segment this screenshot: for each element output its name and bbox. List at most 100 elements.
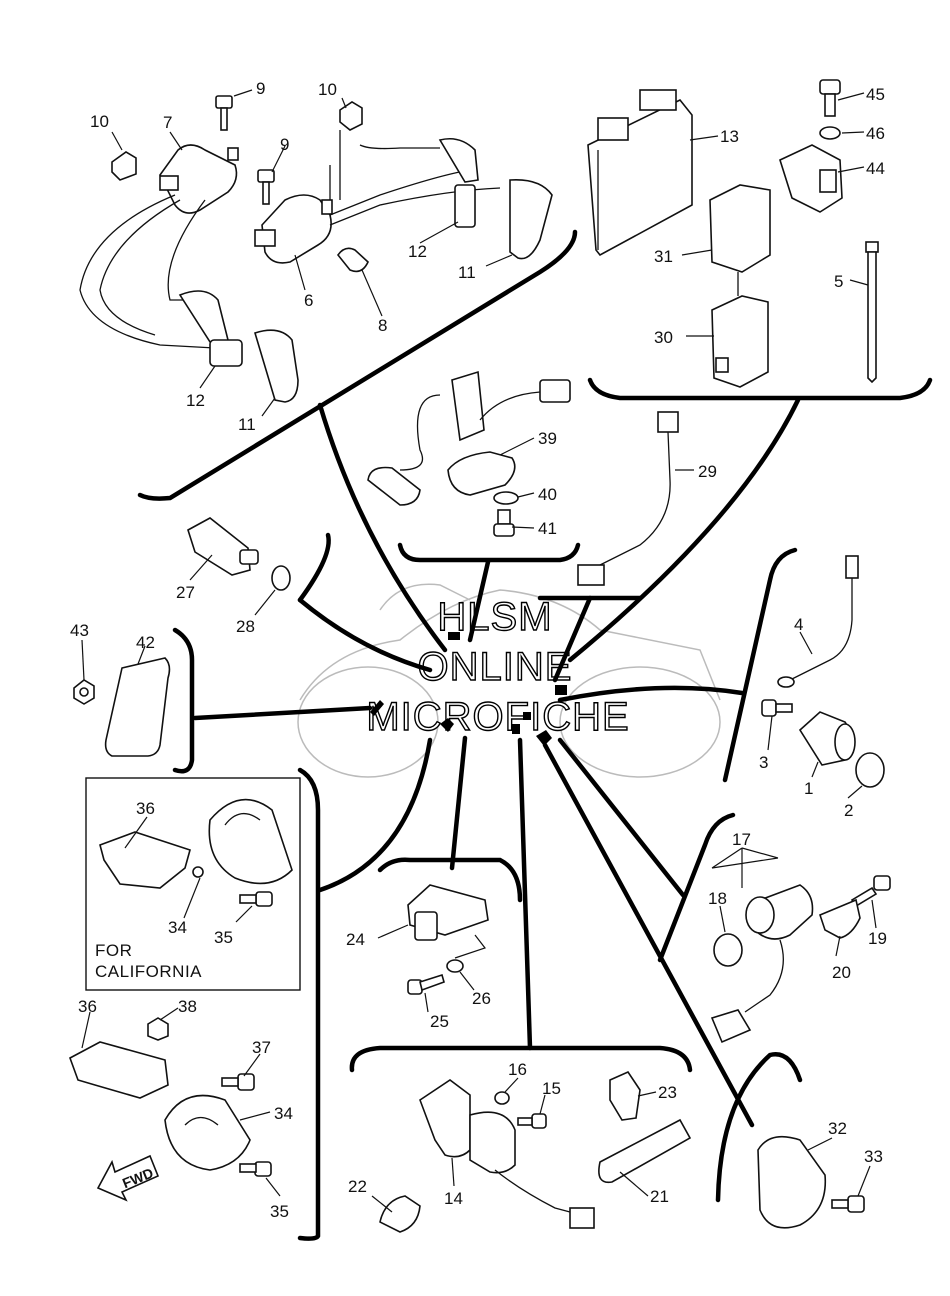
lead-29: [577, 411, 679, 586]
callout-11a: 11: [458, 263, 476, 282]
leader-lines: [81, 89, 877, 1213]
callout-11b: 11: [238, 415, 256, 434]
callout-35a: 35: [214, 928, 233, 947]
callout-10a: 10: [90, 112, 109, 131]
callout-1: 1: [804, 779, 813, 798]
watermark-line-3: MICROFICHE: [366, 695, 629, 739]
plug-cap-11b: [254, 329, 299, 403]
callout-25: 25: [430, 1012, 449, 1031]
callout-8: 8: [378, 316, 387, 335]
callout-41: 41: [538, 519, 557, 538]
callout-37: 37: [252, 1038, 271, 1057]
callout-18: 18: [708, 889, 727, 908]
callout-15: 15: [542, 1079, 561, 1098]
bolt-19: [850, 875, 891, 908]
washer-26: [446, 959, 464, 973]
callout-6: 6: [304, 291, 313, 310]
bolt-41: [493, 509, 515, 537]
plug-cap-12a: [438, 137, 479, 228]
callout-7: 7: [163, 113, 172, 132]
bolt-35a: [239, 891, 273, 907]
callout-36a: 36: [136, 799, 155, 818]
motor-14: [419, 1079, 595, 1229]
clamp-8: [337, 247, 369, 273]
callout-12a: 12: [408, 242, 427, 261]
cable-tie-5: [865, 241, 879, 384]
callout-32: 32: [828, 1119, 847, 1138]
callout-13: 13: [720, 127, 739, 146]
bolt-35b: [239, 1161, 272, 1177]
bolt-3: [761, 699, 793, 717]
callout-5: 5: [834, 272, 843, 291]
inset-note-line-2: CALIFORNIA: [95, 962, 202, 981]
group-brackets: [137, 229, 933, 1241]
callout-31: 31: [654, 247, 673, 266]
callout-24: 24: [346, 930, 365, 949]
bolt-9a: [215, 95, 233, 131]
bolt-9b: [257, 169, 275, 205]
clip-10b: [339, 101, 363, 131]
bolt-37: [221, 1073, 255, 1091]
harness-connectors: [370, 632, 567, 746]
sensor-44: [779, 144, 843, 213]
callout-17: 17: [732, 830, 751, 849]
callout-10b: 10: [318, 80, 337, 99]
callout-numbers: 10 7 9 10 9 12 11 6 8 12 11 13 45 46 44 …: [70, 79, 887, 1221]
fuel-sender-group: [367, 370, 571, 537]
sensor-1: [798, 711, 856, 766]
ignition-coil-7: [159, 144, 239, 214]
callout-16: 16: [508, 1060, 527, 1079]
callout-38: 38: [178, 997, 197, 1016]
callout-42: 42: [136, 633, 155, 652]
washer-40: [493, 491, 519, 505]
lead-4: [777, 555, 859, 688]
watermark: HLSM ONLINE MICROFICHE: [366, 594, 630, 739]
callout-23: 23: [658, 1083, 677, 1102]
horn-34: [164, 1094, 251, 1171]
horn-32: [757, 1135, 827, 1229]
clamp-22: [379, 1195, 421, 1233]
callout-4: 4: [794, 615, 803, 634]
switch-27: [187, 517, 259, 576]
callout-19: 19: [868, 929, 887, 948]
horn-bracket-36: [69, 1041, 169, 1099]
relay-30: [711, 295, 769, 388]
callout-34a: 34: [168, 918, 187, 937]
bolt-25: [407, 973, 445, 995]
callout-3: 3: [759, 753, 768, 772]
callout-30: 30: [654, 328, 673, 347]
callout-40: 40: [538, 485, 557, 504]
callout-27: 27: [176, 583, 195, 602]
o-ring-28: [271, 565, 291, 591]
callout-43: 43: [70, 621, 89, 640]
o-ring-2: [855, 752, 885, 788]
callout-14: 14: [444, 1189, 463, 1208]
callout-26: 26: [472, 989, 491, 1008]
bolt-45: [819, 79, 841, 117]
callout-44: 44: [866, 159, 885, 178]
ignition-group: [79, 95, 553, 403]
bolt-15: [517, 1113, 547, 1129]
nut-38: [147, 1017, 169, 1041]
plug-cap-11a: [509, 178, 553, 260]
clip-10a: [111, 151, 137, 181]
callout-2: 2: [844, 801, 853, 820]
clip-23: [609, 1070, 641, 1121]
california-inset: FOR CALIFORNIA: [85, 777, 301, 991]
inset-note-line-1: FOR: [95, 941, 132, 960]
callout-33: 33: [864, 1147, 883, 1166]
motorcycle-silhouette: [297, 583, 721, 778]
fwd-arrow: FWD: [96, 1154, 160, 1202]
callout-39: 39: [538, 429, 557, 448]
reflector-42: [104, 657, 171, 757]
bolt-33: [831, 1195, 865, 1213]
ecu-group: [587, 79, 879, 388]
callout-28: 28: [236, 617, 255, 636]
callout-9b: 9: [280, 135, 289, 154]
callout-35b: 35: [270, 1202, 289, 1221]
bracket-20: [819, 898, 861, 939]
washer-16: [494, 1091, 510, 1105]
sensor-24: [407, 884, 489, 941]
